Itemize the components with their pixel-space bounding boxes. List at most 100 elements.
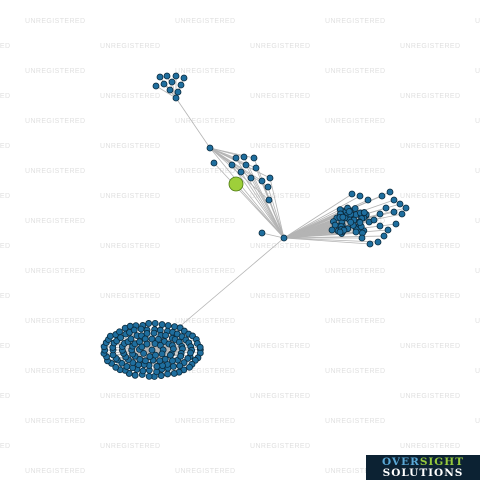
graph-node[interactable]: [172, 94, 180, 102]
graph-node[interactable]: [157, 372, 165, 379]
graph-edge: [155, 85, 177, 99]
graph-node[interactable]: [153, 363, 161, 370]
graph-node[interactable]: [252, 164, 260, 172]
graph-node[interactable]: [170, 370, 178, 377]
graph-node[interactable]: [336, 228, 344, 236]
graph-node[interactable]: [258, 177, 266, 185]
graph-node[interactable]: [242, 161, 250, 169]
graph-node[interactable]: [162, 331, 170, 339]
graph-node[interactable]: [148, 346, 156, 354]
graph-node[interactable]: [250, 154, 258, 162]
graph-node[interactable]: [163, 72, 171, 80]
graph-node[interactable]: [196, 343, 204, 351]
graph-node[interactable]: [167, 351, 174, 359]
graph-node[interactable]: [237, 168, 245, 176]
graph-node[interactable]: [348, 190, 356, 198]
graph-node[interactable]: [187, 349, 194, 357]
graph-node[interactable]: [176, 362, 184, 370]
graph-node[interactable]: [392, 220, 400, 228]
graph-node[interactable]: [156, 73, 164, 81]
graph-node[interactable]: [143, 330, 151, 337]
graph-node[interactable]: [158, 350, 166, 358]
graph-node[interactable]: [117, 334, 125, 341]
graph-node[interactable]: [166, 86, 174, 94]
graph-node[interactable]: [186, 363, 193, 371]
graph-node[interactable]: [177, 352, 185, 360]
graph-node[interactable]: [358, 234, 366, 242]
graph-node[interactable]: [258, 229, 266, 237]
graph-node[interactable]: [112, 363, 120, 371]
graph-node[interactable]: [184, 355, 192, 362]
graph-node[interactable]: [366, 240, 374, 248]
graph-node[interactable]: [206, 144, 214, 152]
graph-node[interactable]: [351, 205, 359, 212]
graph-node[interactable]: [139, 367, 147, 375]
graph-node[interactable]: [240, 153, 248, 161]
graph-node[interactable]: [164, 322, 172, 329]
graph-node[interactable]: [164, 370, 172, 378]
graph-node[interactable]: [138, 343, 146, 351]
graph-node[interactable]: [228, 161, 236, 169]
graph-node[interactable]: [136, 355, 144, 363]
graph-node[interactable]: [266, 174, 274, 182]
graph-node[interactable]: [390, 208, 398, 216]
graph-node[interactable]: [364, 196, 372, 204]
graph-node[interactable]: [370, 216, 378, 224]
graph-node[interactable]: [152, 82, 160, 90]
graph-node[interactable]: [232, 154, 240, 162]
graph-node[interactable]: [380, 232, 388, 240]
graph-node[interactable]: [158, 321, 166, 328]
graph-node[interactable]: [376, 210, 384, 218]
graph-node[interactable]: [339, 213, 347, 221]
graph-node[interactable]: [265, 196, 273, 204]
graph-node[interactable]: [347, 218, 355, 226]
graph-node[interactable]: [386, 188, 394, 196]
graph-node[interactable]: [352, 228, 360, 236]
graph-node[interactable]: [127, 335, 135, 343]
graph-node[interactable]: [264, 183, 272, 191]
graph-node[interactable]: [131, 371, 139, 379]
graph-node[interactable]: [328, 226, 336, 234]
graph-node[interactable]: [360, 209, 368, 216]
graph-node[interactable]: [374, 238, 382, 246]
graph-node[interactable]: [137, 325, 145, 333]
graph-node[interactable]: [174, 88, 182, 96]
graph-node[interactable]: [345, 208, 353, 215]
central-hub-node[interactable]: [280, 234, 288, 242]
graph-node[interactable]: [396, 200, 404, 208]
graph-node[interactable]: [402, 204, 410, 212]
graph-node[interactable]: [384, 226, 392, 234]
graph-edge: [209, 147, 269, 188]
graph-node[interactable]: [143, 340, 151, 348]
graph-node[interactable]: [145, 320, 153, 327]
graph-node[interactable]: [376, 222, 384, 230]
graph-node[interactable]: [180, 74, 188, 82]
graph-node[interactable]: [156, 357, 164, 365]
graph-node[interactable]: [210, 159, 218, 167]
graph-node[interactable]: [390, 196, 398, 204]
graph-node[interactable]: [356, 219, 364, 226]
highlighted-node[interactable]: [228, 176, 244, 192]
graph-node[interactable]: [145, 372, 153, 380]
graph-node[interactable]: [169, 363, 177, 370]
graph-node[interactable]: [378, 192, 386, 200]
graph-node[interactable]: [146, 353, 154, 360]
graph-node[interactable]: [247, 174, 255, 182]
graph-node[interactable]: [151, 319, 159, 327]
graph-node[interactable]: [160, 80, 168, 88]
graph-node[interactable]: [331, 221, 339, 229]
graph-node[interactable]: [398, 210, 406, 218]
graph-node[interactable]: [150, 329, 158, 337]
graph-node[interactable]: [130, 326, 138, 334]
graph-node[interactable]: [140, 349, 148, 357]
graph-node[interactable]: [168, 78, 176, 86]
graph-node[interactable]: [177, 81, 185, 89]
graph-node[interactable]: [356, 192, 364, 200]
graph-node[interactable]: [382, 204, 390, 212]
graph-node[interactable]: [171, 323, 178, 331]
graph-node[interactable]: [172, 72, 180, 80]
graph-node[interactable]: [116, 328, 123, 336]
graph-node[interactable]: [123, 363, 131, 370]
